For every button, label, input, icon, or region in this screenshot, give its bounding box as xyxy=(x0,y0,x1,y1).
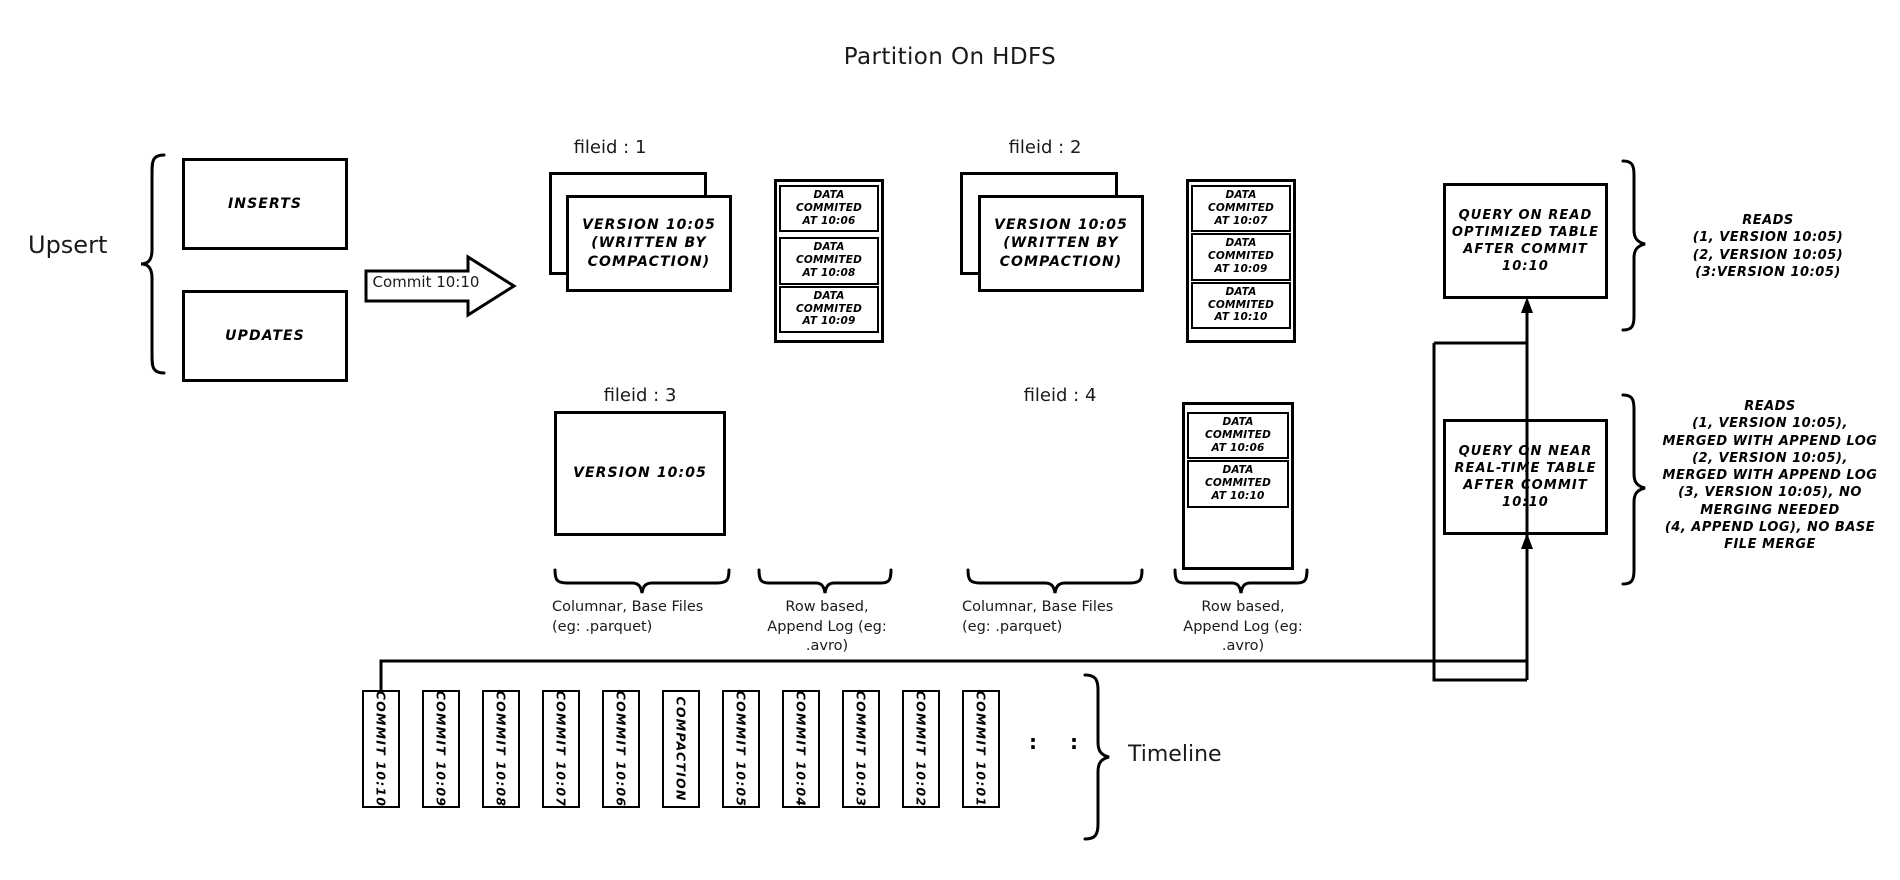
reads-near-real-time-brace-icon xyxy=(1621,393,1646,586)
fileid-3-heading: fileid : 3 xyxy=(603,385,677,406)
reads-line: MERGED WITH APPEND LOG xyxy=(1662,468,1878,484)
inserts-label: INSERTS xyxy=(227,195,303,212)
log-entry: DATA COMMITED AT 10:06 xyxy=(1187,412,1289,460)
log-entry: DATA COMMITED AT 10:10 xyxy=(1191,281,1291,330)
reads-line: MERGED WITH APPEND LOG xyxy=(1662,433,1878,449)
fileid-1-base-file[interactable]: VERSION 10:05 (WRITTEN BY COMPACTION) xyxy=(566,195,732,292)
timeline-cell-label: COMMIT 10:05 xyxy=(733,690,749,808)
timeline-cell[interactable]: COMMIT 10:08 xyxy=(482,690,520,808)
timeline-cell[interactable]: COMMIT 10:05 xyxy=(722,690,760,808)
base-files-right-caption: Columnar, Base Files (eg: .parquet) xyxy=(962,599,1114,635)
log-entry: DATA COMMITED AT 10:06 xyxy=(779,185,879,233)
timeline-cell[interactable]: COMMIT 10:01 xyxy=(962,690,1000,808)
base-files-right-brace-icon xyxy=(966,568,1144,594)
updates-label: UPDATES xyxy=(225,327,305,344)
timeline-cell-label: COMMIT 10:10 xyxy=(373,690,389,808)
log-entry: DATA COMMITED AT 10:09 xyxy=(779,285,879,334)
timeline-cell-label: COMMIT 10:03 xyxy=(853,690,869,808)
timeline-cell-label: COMMIT 10:02 xyxy=(913,690,929,808)
page-title: Partition On HDFS xyxy=(843,44,1057,70)
reads-line: MERGING NEEDED xyxy=(1700,502,1840,518)
timeline-cell[interactable]: COMMIT 10:02 xyxy=(902,690,940,808)
fileid-4-heading: fileid : 4 xyxy=(1023,385,1097,406)
fileid-2-heading: fileid : 2 xyxy=(1008,137,1082,158)
fileid-1-base-file-label: VERSION 10:05 (WRITTEN BY COMPACTION) xyxy=(582,216,716,270)
query-read-optimized-label: QUERY ON READ OPTIMIZED TABLE AFTER COMM… xyxy=(1451,207,1600,275)
timeline-brace-icon xyxy=(1083,673,1110,841)
reads-near-real-time: READS (1, VERSION 10:05), MERGED WITH AP… xyxy=(1650,398,1890,554)
timeline-cell[interactable]: COMMIT 10:07 xyxy=(542,690,580,808)
query-near-real-time-label: QUERY ON NEAR REAL-TIME TABLE AFTER COMM… xyxy=(1454,443,1597,511)
fileid-2-base-file[interactable]: VERSION 10:05 (WRITTEN BY COMPACTION) xyxy=(978,195,1144,292)
reads-line: (3, VERSION 10:05), NO xyxy=(1678,485,1862,501)
timeline-cell[interactable]: COMMIT 10:09 xyxy=(422,690,460,808)
log-entry: DATA COMMITED AT 10:10 xyxy=(1187,460,1289,508)
base-files-left-caption: Columnar, Base Files (eg: .parquet) xyxy=(552,599,704,635)
timeline-cell-label: COMMIT 10:06 xyxy=(613,690,629,808)
timeline-cell-label: COMPACTION xyxy=(673,696,689,802)
reads-title: READS xyxy=(1744,399,1796,414)
append-log-right-brace-icon xyxy=(1173,568,1309,594)
fileid-1-heading: fileid : 1 xyxy=(573,137,647,158)
commit-arrow[interactable]: Commit 10:10 xyxy=(364,254,517,318)
timeline-ellipsis: : xyxy=(1070,730,1078,754)
upsert-brace-icon xyxy=(140,153,166,375)
timeline-cell-label: COMMIT 10:08 xyxy=(493,690,509,808)
inserts-box[interactable]: INSERTS xyxy=(182,158,348,250)
timeline-cell[interactable]: COMMIT 10:06 xyxy=(602,690,640,808)
fileid-2-log-file[interactable]: DATA COMMITED AT 10:07 DATA COMMITED AT … xyxy=(1186,179,1296,343)
reads-line: (2, VERSION 10:05), xyxy=(1692,450,1848,466)
fileid-4-log-file[interactable]: DATA COMMITED AT 10:06 DATA COMMITED AT … xyxy=(1182,402,1294,570)
reads-read-optimized-brace-icon xyxy=(1621,159,1646,332)
timeline-cell-label: COMMIT 10:01 xyxy=(973,690,989,808)
reads-read-optimized: READS (1, VERSION 10:05) (2, VERSION 10:… xyxy=(1650,212,1886,281)
reads-line: (3:VERSION 10:05) xyxy=(1695,264,1841,280)
reads-title: READS xyxy=(1742,213,1794,228)
append-log-left-brace-icon xyxy=(757,568,893,594)
fileid-3-base-file[interactable]: VERSION 10:05 xyxy=(554,411,726,536)
timeline-cell-label: COMMIT 10:07 xyxy=(553,690,569,808)
reads-line: (1, VERSION 10:05), xyxy=(1692,416,1848,432)
append-log-right-caption: Row based, Append Log (eg: .avro) xyxy=(1183,599,1303,655)
timeline-cell-label: COMMIT 10:09 xyxy=(433,690,449,808)
reads-line: (4, APPEND LOG), NO BASE xyxy=(1664,519,1876,535)
timeline-cell[interactable]: COMMIT 10:04 xyxy=(782,690,820,808)
reads-line: (2, VERSION 10:05) xyxy=(1692,247,1844,263)
append-log-left-caption: Row based, Append Log (eg: .avro) xyxy=(767,599,887,655)
reads-line: FILE MERGE xyxy=(1724,537,1816,553)
updates-box[interactable]: UPDATES xyxy=(182,290,348,382)
timeline-ellipsis: : xyxy=(1029,730,1037,754)
fileid-2-base-file-label: VERSION 10:05 (WRITTEN BY COMPACTION) xyxy=(994,216,1128,270)
upsert-label: Upsert xyxy=(28,231,108,259)
fileid-1-log-file[interactable]: DATA COMMITED AT 10:06 DATA COMMITED AT … xyxy=(774,179,884,343)
commit-arrow-icon xyxy=(364,254,517,318)
commit-arrow-label: Commit 10:10 xyxy=(372,273,480,291)
timeline-cell-compaction[interactable]: COMPACTION xyxy=(662,690,700,808)
timeline-cell[interactable]: COMMIT 10:10 xyxy=(362,690,400,808)
base-files-left-brace-icon xyxy=(553,568,731,594)
log-entry: DATA COMMITED AT 10:07 xyxy=(1191,185,1291,233)
reads-line: (1, VERSION 10:05) xyxy=(1692,230,1844,246)
log-entry: DATA COMMITED AT 10:08 xyxy=(779,237,879,285)
query-read-optimized-box[interactable]: QUERY ON READ OPTIMIZED TABLE AFTER COMM… xyxy=(1443,183,1608,299)
timeline-cell-label: COMMIT 10:04 xyxy=(793,690,809,808)
log-entry: DATA COMMITED AT 10:09 xyxy=(1191,233,1291,281)
timeline-cell[interactable]: COMMIT 10:03 xyxy=(842,690,880,808)
fileid-3-base-file-label: VERSION 10:05 xyxy=(573,465,707,482)
timeline-label: Timeline xyxy=(1128,742,1222,767)
